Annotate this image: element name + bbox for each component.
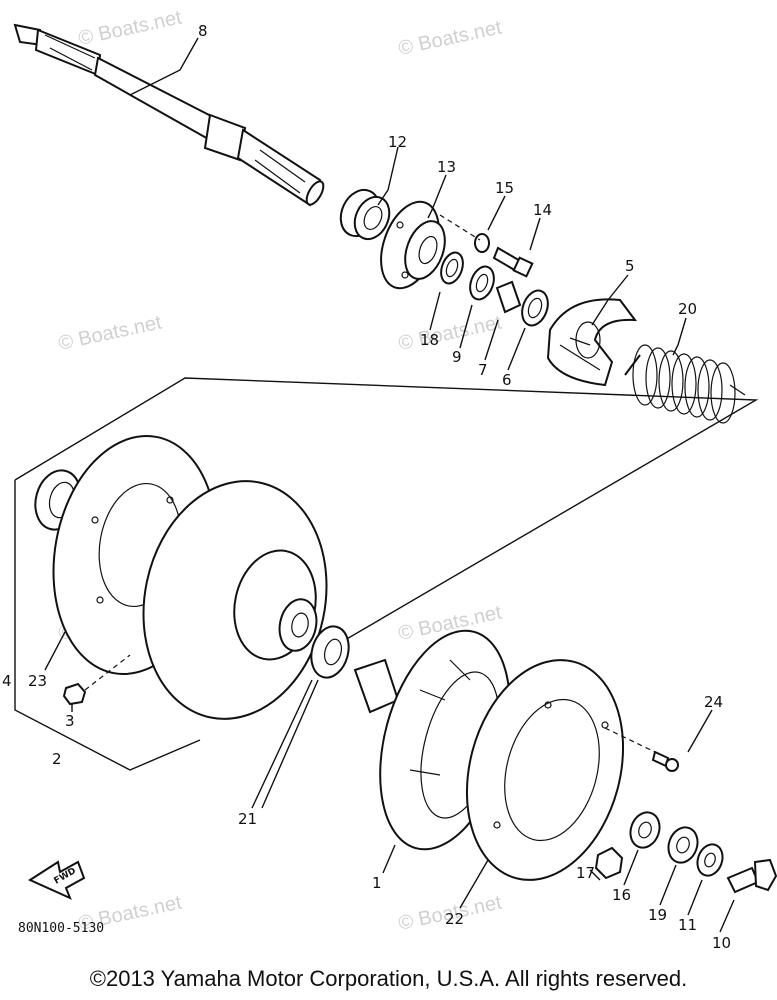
copyright-notice: ©2013 Yamaha Motor Corporation, U.S.A. A…: [89, 966, 688, 991]
spring-part[interactable]: [624, 344, 746, 424]
callout-24[interactable]: 24: [704, 693, 723, 711]
leader-line: [604, 727, 656, 753]
washer-part[interactable]: [664, 823, 703, 866]
shaft-part[interactable]: [13, 23, 327, 207]
fwd-arrow-icon: FWD: [27, 860, 86, 900]
nut-part[interactable]: [62, 682, 87, 706]
callout-4[interactable]: 4: [2, 672, 12, 690]
bolt-part[interactable]: [726, 858, 777, 894]
slider-part[interactable]: [594, 846, 624, 880]
washer-part[interactable]: [518, 287, 553, 329]
washer-part[interactable]: [466, 263, 498, 302]
bushing-part[interactable]: [306, 622, 354, 682]
lock-washer-part[interactable]: [495, 280, 522, 314]
callout-20[interactable]: 20: [678, 300, 697, 318]
washer-part[interactable]: [626, 808, 665, 851]
callout-9[interactable]: 9: [452, 348, 462, 366]
callout-10[interactable]: 10: [712, 934, 731, 952]
sheave-part[interactable]: [122, 464, 348, 736]
flange-part[interactable]: [370, 194, 452, 296]
callout-19[interactable]: 19: [648, 906, 667, 924]
leader-line: [84, 654, 131, 691]
washer-part[interactable]: [693, 841, 726, 879]
callout-17[interactable]: 17: [576, 864, 595, 882]
washers: [626, 808, 726, 879]
nut-part[interactable]: [474, 233, 490, 253]
callout-2[interactable]: 2: [52, 750, 62, 768]
leader-lines: [44, 37, 735, 933]
callout-13[interactable]: 13: [437, 158, 456, 176]
bearing-part[interactable]: [334, 184, 396, 245]
screw-part[interactable]: [651, 750, 679, 772]
callout-11[interactable]: 11: [678, 916, 697, 934]
callout-18[interactable]: 18: [420, 331, 439, 349]
washer-part[interactable]: [437, 250, 467, 287]
callout-labels: 8 12 13 15 14 5 20 18 9 7 6 23 4 3 2 21 …: [2, 22, 731, 952]
callout-8[interactable]: 8: [198, 22, 208, 40]
callout-16[interactable]: 16: [612, 886, 631, 904]
callout-14[interactable]: 14: [533, 201, 552, 219]
callout-6[interactable]: 6: [502, 371, 512, 389]
cam-part[interactable]: [546, 298, 638, 387]
watermark: © Boats.net: [396, 311, 504, 354]
callout-3[interactable]: 3: [65, 712, 75, 730]
callout-1[interactable]: 1: [372, 874, 382, 892]
diagram-code: 80N100-5130: [18, 921, 104, 936]
callout-22[interactable]: 22: [445, 910, 464, 928]
callout-15[interactable]: 15: [495, 179, 514, 197]
callout-7[interactable]: 7: [478, 361, 488, 379]
callout-23[interactable]: 23: [28, 672, 47, 690]
watermark: © Boats.net: [56, 311, 164, 354]
callout-5[interactable]: 5: [625, 257, 635, 275]
callout-21[interactable]: 21: [238, 810, 257, 828]
small-parts: [437, 214, 553, 329]
watermark: © Boats.net: [396, 16, 504, 59]
group-outline: [14, 377, 759, 771]
callout-12[interactable]: 12: [388, 133, 407, 151]
watermark: © Boats.net: [76, 6, 184, 49]
disc-part[interactable]: [444, 642, 647, 897]
